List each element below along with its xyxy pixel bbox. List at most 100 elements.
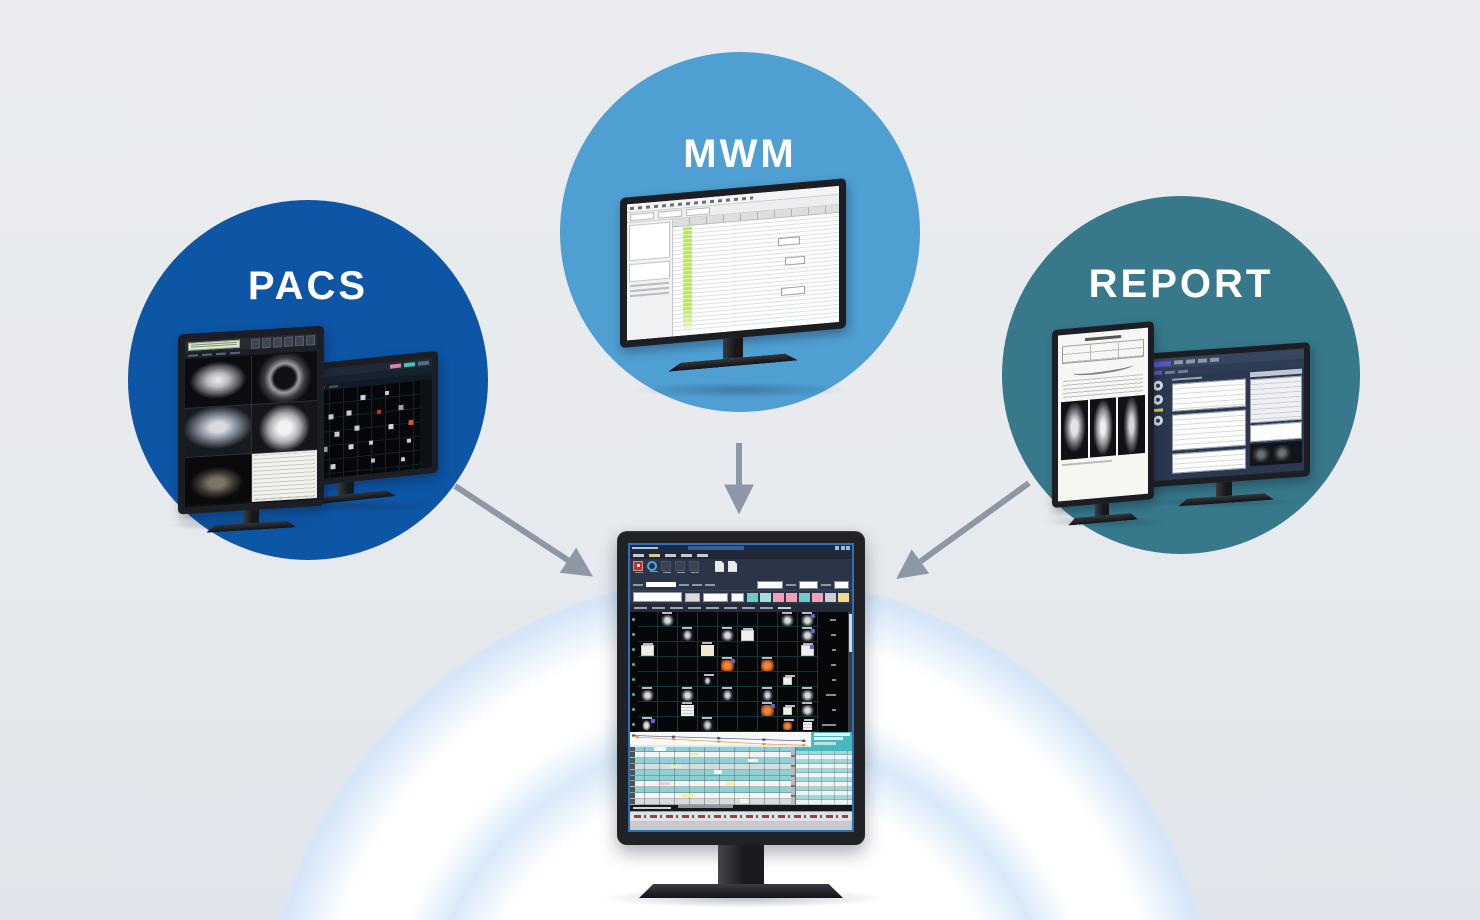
quick-filter-chip-7[interactable] xyxy=(825,592,836,602)
table-vscrollbar[interactable] xyxy=(791,746,796,805)
xr-thumbnail xyxy=(701,717,714,732)
gray-status-chip xyxy=(418,360,429,366)
monitor-neck xyxy=(243,509,259,524)
search-button[interactable] xyxy=(685,592,701,602)
chart-info-panel xyxy=(812,731,852,747)
matrix-scrollbar[interactable] xyxy=(848,612,852,732)
report-to-hub-arrow xyxy=(896,480,1031,579)
status-caption xyxy=(630,804,852,812)
ct-thumbnail xyxy=(801,612,815,627)
modality-dropdown[interactable] xyxy=(703,592,729,602)
ct-thumbnail xyxy=(661,612,674,627)
refresh-icon xyxy=(647,560,658,573)
result-row xyxy=(630,792,792,799)
summary-row xyxy=(796,800,852,805)
ct-thumbnail xyxy=(641,687,654,702)
row-annotation xyxy=(832,678,836,681)
report-text-area xyxy=(1170,370,1248,479)
count-box[interactable] xyxy=(834,580,849,589)
tool-icon-1 xyxy=(661,560,671,574)
status-dropdown[interactable] xyxy=(731,592,744,602)
summary-row xyxy=(796,759,852,764)
worklist-body xyxy=(627,204,839,341)
quick-filter-chip-6[interactable] xyxy=(812,592,823,602)
row-annotation xyxy=(831,633,836,636)
doc-thumbnail xyxy=(803,719,814,731)
quick-filter-chip-1[interactable] xyxy=(747,592,758,602)
editor-body xyxy=(1146,367,1304,482)
cell-highlight xyxy=(654,747,666,751)
row-annotation xyxy=(822,723,836,726)
cell-highlight xyxy=(748,758,758,763)
quick-filter-chip-2[interactable] xyxy=(760,592,771,602)
comment-box xyxy=(1172,448,1246,474)
row-status-dot xyxy=(632,693,635,697)
row-annotation xyxy=(832,708,836,711)
summary-panel xyxy=(795,746,852,805)
row-status-dot xyxy=(632,648,635,652)
chest-xray-image xyxy=(185,405,251,458)
monitor-bezel xyxy=(1140,342,1310,488)
report-editor-monitor xyxy=(1140,342,1310,522)
result-row xyxy=(630,758,792,764)
study-matrix xyxy=(630,612,852,732)
result-row xyxy=(630,775,792,782)
date-box[interactable] xyxy=(757,580,783,589)
wh-thumbnail xyxy=(783,675,795,686)
quick-filter-chip-4[interactable] xyxy=(786,592,797,602)
quick-filter-chip-5[interactable] xyxy=(799,592,810,602)
summary-row xyxy=(796,768,852,773)
report-caption-line xyxy=(1062,459,1112,467)
hub-workstation-screen xyxy=(628,543,854,832)
wh-thumbnail xyxy=(641,643,654,657)
summary-row xyxy=(796,764,852,769)
patient-info-box xyxy=(188,339,240,351)
window-controls-icon xyxy=(835,546,850,551)
cell-highlight xyxy=(726,781,735,786)
flag-chip xyxy=(1153,408,1163,413)
toolbar xyxy=(630,558,852,580)
patient-icon xyxy=(633,560,643,574)
impression-box xyxy=(1172,409,1246,451)
wh-thumbnail xyxy=(801,643,814,657)
report-title-line xyxy=(1085,334,1121,342)
chart-plot xyxy=(630,731,812,747)
result-row xyxy=(630,752,792,759)
report-node: REPORT xyxy=(1002,196,1360,554)
summary-row xyxy=(796,773,852,778)
search-input[interactable] xyxy=(633,592,683,603)
wh-thumbnail xyxy=(741,628,754,642)
window-title-text xyxy=(632,547,658,550)
summary-panel-header xyxy=(796,746,852,751)
range-box[interactable] xyxy=(799,580,818,589)
summary-row xyxy=(796,782,852,787)
report-key-images xyxy=(1061,394,1146,461)
quick-filter-chip-3[interactable] xyxy=(773,592,784,602)
titlebar-highlight xyxy=(688,546,744,551)
row-status-dot xyxy=(632,708,635,712)
doc-thumbnail xyxy=(681,702,694,717)
xr-thumbnail xyxy=(721,687,734,702)
report-doc-icon xyxy=(715,560,724,572)
window-titlebar xyxy=(630,545,852,552)
ct-thumbnail xyxy=(801,627,815,642)
ct-thumbnail xyxy=(721,627,734,642)
filter-input[interactable] xyxy=(646,582,676,588)
en-thumbnail xyxy=(783,719,794,731)
pacs-viewer-screen xyxy=(185,332,317,508)
summary-row xyxy=(796,791,852,796)
monitor-neck xyxy=(1095,503,1109,517)
approve-icon xyxy=(1153,415,1163,427)
mwm-node: MWM xyxy=(560,52,920,412)
findings-box xyxy=(1172,378,1246,412)
result-row xyxy=(630,769,792,776)
ct-thumbnail xyxy=(781,612,794,627)
cell-highlight xyxy=(670,764,682,768)
mwm-worklist-monitor xyxy=(620,178,846,388)
status-highlight-column xyxy=(683,226,692,333)
results-table-rows xyxy=(630,746,792,805)
ct-axial-outline-image xyxy=(251,351,317,404)
quick-filter-chip-8[interactable] xyxy=(838,592,849,602)
row-annotation xyxy=(826,693,836,696)
